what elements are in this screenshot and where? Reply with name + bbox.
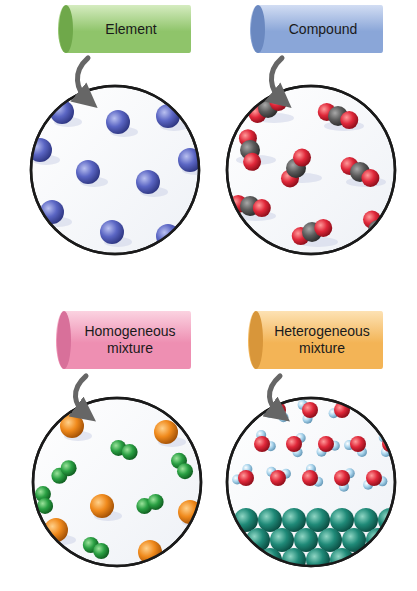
particle bbox=[306, 548, 330, 572]
banner-text: Heterogeneous mixture bbox=[270, 323, 374, 357]
particle bbox=[318, 528, 342, 552]
particle bbox=[306, 508, 330, 532]
particle bbox=[156, 104, 180, 128]
particle bbox=[148, 494, 164, 510]
particle bbox=[93, 543, 109, 559]
particle bbox=[253, 199, 271, 217]
particle bbox=[270, 528, 294, 552]
particle bbox=[314, 219, 332, 237]
particle bbox=[334, 470, 350, 486]
particle bbox=[250, 405, 260, 415]
particle bbox=[318, 436, 334, 452]
compound-label: Compound bbox=[250, 4, 384, 54]
particle bbox=[90, 494, 114, 518]
particle bbox=[282, 508, 306, 532]
particle bbox=[366, 402, 382, 418]
particle bbox=[378, 548, 402, 572]
particle bbox=[254, 436, 270, 452]
particle bbox=[177, 463, 193, 479]
particle-view bbox=[33, 398, 201, 566]
particle bbox=[100, 220, 124, 244]
particle bbox=[258, 508, 282, 532]
particle bbox=[136, 170, 160, 194]
particle bbox=[361, 400, 371, 410]
particle bbox=[366, 470, 382, 486]
particle-view bbox=[227, 398, 395, 566]
particle bbox=[376, 399, 386, 409]
particle bbox=[302, 470, 318, 486]
particle bbox=[354, 508, 378, 532]
particle bbox=[330, 508, 354, 532]
particle bbox=[210, 508, 234, 532]
particle bbox=[122, 444, 138, 460]
particle bbox=[238, 402, 254, 418]
particle-view bbox=[31, 86, 199, 254]
particle bbox=[61, 460, 77, 476]
particle bbox=[243, 153, 261, 171]
homogeneous-label: Homogeneous mixture bbox=[56, 310, 192, 370]
particle bbox=[375, 231, 393, 249]
particle bbox=[293, 149, 311, 167]
particle bbox=[154, 420, 178, 444]
particle-shadow bbox=[160, 241, 188, 251]
particle bbox=[294, 528, 318, 552]
particle bbox=[106, 110, 130, 134]
particle bbox=[286, 436, 302, 452]
particle-view bbox=[227, 86, 395, 254]
particle-shadow bbox=[364, 235, 404, 245]
particle bbox=[361, 169, 379, 187]
particle bbox=[76, 160, 100, 184]
particle bbox=[234, 548, 258, 572]
particle bbox=[350, 436, 366, 452]
particle bbox=[234, 508, 258, 532]
particle bbox=[382, 436, 398, 452]
banner-text: Homogeneous mixture bbox=[78, 323, 182, 357]
banner-text: Compound bbox=[272, 21, 374, 38]
particle bbox=[282, 548, 306, 572]
heterogeneous-label: Heterogeneous mixture bbox=[248, 310, 384, 370]
particle bbox=[340, 111, 358, 129]
particle bbox=[238, 414, 248, 424]
particle bbox=[270, 470, 286, 486]
banner-text: Element bbox=[80, 21, 182, 38]
particle bbox=[238, 470, 254, 486]
particle bbox=[210, 548, 234, 572]
element-label: Element bbox=[58, 4, 192, 54]
particle bbox=[390, 528, 414, 552]
particle bbox=[302, 402, 318, 418]
